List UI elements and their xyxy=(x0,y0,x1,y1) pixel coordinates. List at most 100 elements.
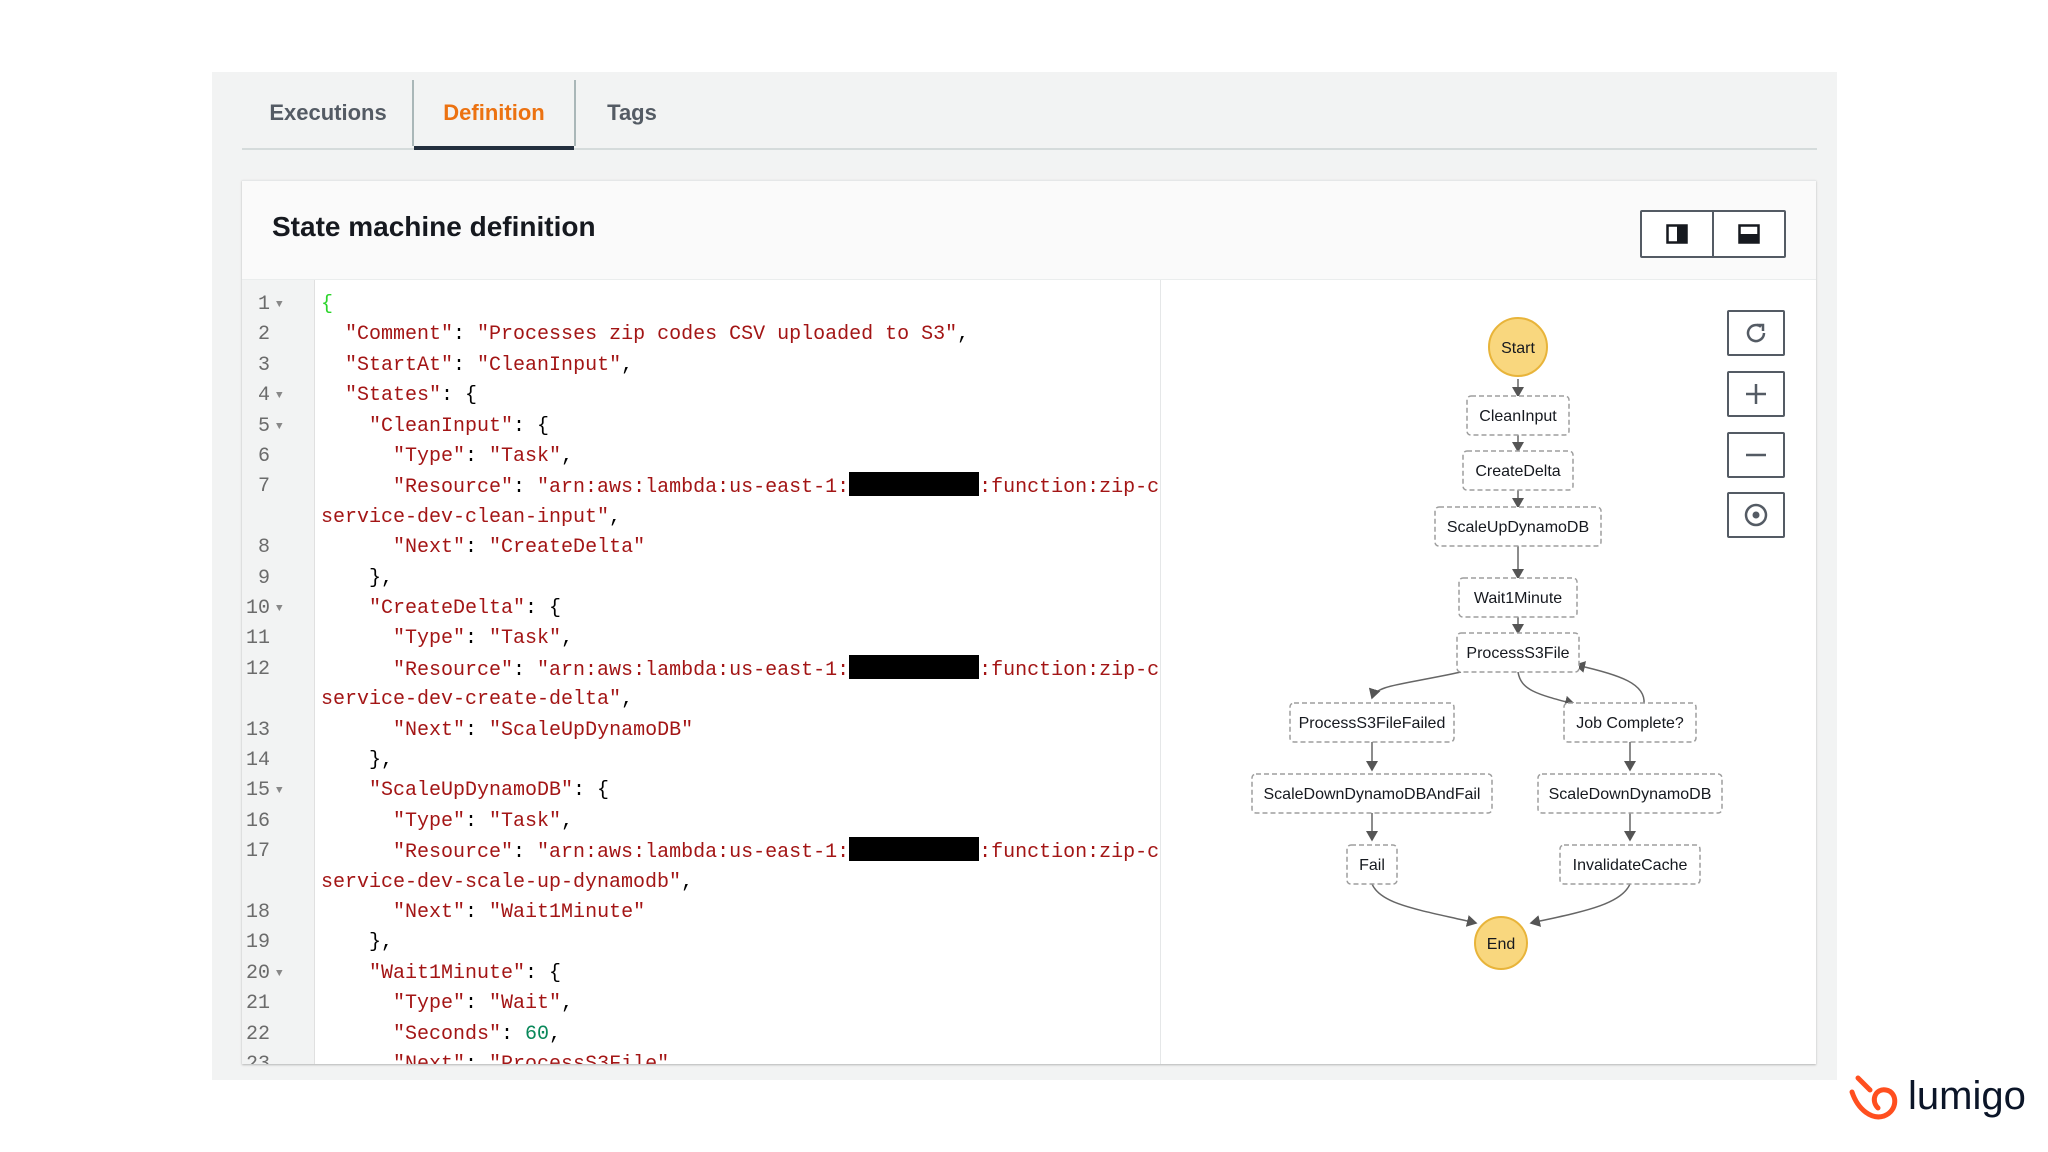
code-text: "States": { xyxy=(321,381,477,411)
code-token: : { xyxy=(525,961,562,985)
line-number: 19 xyxy=(245,931,270,955)
node-invalidate-cache[interactable]: InvalidateCache xyxy=(1559,844,1701,885)
code-token: : { xyxy=(573,779,610,803)
code-text: "Type": "Task", xyxy=(321,442,573,472)
code-token: "arn:aws:lambda:us-east-1: xyxy=(537,476,850,500)
code-token: : xyxy=(465,901,490,924)
code-line: 12 "Resource": "arn:aws:lambda:us-east-1… xyxy=(242,654,1160,686)
code-text: service-dev-clean-input", xyxy=(321,503,621,533)
code-token: "CleanInput" xyxy=(477,353,622,377)
line-number: 14 xyxy=(245,749,270,772)
code-token: : xyxy=(501,1022,526,1046)
node-end[interactable]: End xyxy=(1474,916,1528,970)
fold-toggle-icon[interactable]: ▼ xyxy=(276,967,283,980)
fold-toggle-icon[interactable]: ▼ xyxy=(276,390,283,403)
node-create-delta[interactable]: CreateDelta xyxy=(1462,450,1574,491)
node-label: End xyxy=(1487,936,1515,953)
node-label: ScaleDownDynamoDBAndFail xyxy=(1264,786,1481,803)
code-text: "Type": "Task", xyxy=(321,624,573,654)
code-token: , xyxy=(561,445,574,468)
line-number: 13 xyxy=(245,718,270,742)
code-line: service-dev-clean-input", xyxy=(242,503,1160,533)
tab-definition[interactable]: Definition xyxy=(414,78,574,150)
card-title: State machine definition xyxy=(272,211,596,242)
node-scale-down-dynamodb-and-fail[interactable]: ScaleDownDynamoDBAndFail xyxy=(1251,773,1493,814)
state-machine-graph[interactable]: Start CleanInput CreateDelta ScaleUpDyna… xyxy=(1161,280,1816,1064)
code-line: 14 }, xyxy=(242,746,1160,776)
zoom-in-icon xyxy=(1746,384,1766,404)
code-token: , xyxy=(561,809,574,833)
code-text: "Type": "Task", xyxy=(321,807,573,837)
code-token: "Wait1Minute" xyxy=(489,901,646,924)
code-token: : xyxy=(465,1053,489,1064)
code-text: "Resource": "arn:aws:lambda:us-east-1::f… xyxy=(321,654,1160,686)
tab-executions[interactable]: Executions xyxy=(242,78,414,148)
center-button[interactable] xyxy=(1727,492,1785,538)
code-token: , xyxy=(561,992,574,1016)
card-header: State machine definition xyxy=(242,181,1816,280)
fold-toggle-icon[interactable]: ▼ xyxy=(276,785,283,798)
line-number: 12 xyxy=(245,657,270,681)
code-token: "ProcessS3File" xyxy=(489,1053,669,1064)
node-process-s3-file[interactable]: ProcessS3File xyxy=(1456,632,1580,673)
code-token: :function:zip-codes- xyxy=(979,476,1160,500)
code-token: : xyxy=(513,658,538,682)
code-text: "Type": "Wait", xyxy=(321,989,573,1019)
zoom-out-button[interactable] xyxy=(1727,432,1785,478)
fold-toggle-icon[interactable]: ▼ xyxy=(276,603,283,615)
line-number: 3 xyxy=(257,353,270,377)
line-number: 6 xyxy=(257,445,270,468)
code-token: "arn:aws:lambda:us-east-1: xyxy=(537,841,850,865)
split-vertical-button[interactable] xyxy=(1642,212,1712,256)
code-token: : { xyxy=(513,414,550,438)
line-number: 17 xyxy=(245,840,270,864)
node-job-complete[interactable]: Job Complete? xyxy=(1563,702,1697,743)
code-token: : xyxy=(513,476,538,500)
node-scale-down-dynamodb[interactable]: ScaleDownDynamoDB xyxy=(1537,773,1723,814)
code-token: "CleanInput" xyxy=(321,414,514,438)
code-text: service-dev-create-delta", xyxy=(321,685,633,715)
refresh-button[interactable] xyxy=(1727,310,1785,356)
code-line: service-dev-scale-up-dynamodb", xyxy=(242,868,1160,898)
code-line: 2 "Comment": "Processes zip codes CSV up… xyxy=(242,320,1160,350)
code-token: : xyxy=(513,841,538,865)
code-line: 7 "Resource": "arn:aws:lambda:us-east-1:… xyxy=(242,472,1160,502)
code-token: , xyxy=(609,505,622,529)
line-number: 11 xyxy=(245,627,270,651)
code-text: }, xyxy=(321,564,393,594)
split-horizontal-button[interactable] xyxy=(1712,212,1784,256)
node-wait-1-minute[interactable]: Wait1Minute xyxy=(1458,577,1578,618)
code-token: "Task" xyxy=(489,445,562,468)
node-label: ScaleDownDynamoDB xyxy=(1549,786,1712,803)
line-number: 18 xyxy=(245,901,270,924)
code-token: "Task" xyxy=(489,809,562,833)
node-fail[interactable]: Fail xyxy=(1346,844,1398,885)
zoom-in-button[interactable] xyxy=(1727,371,1785,417)
fold-toggle-icon[interactable]: ▼ xyxy=(276,299,283,311)
code-line: 17 "Resource": "arn:aws:lambda:us-east-1… xyxy=(242,837,1160,867)
code-token: "Next" xyxy=(321,718,466,742)
node-scale-up-dynamodb[interactable]: ScaleUpDynamoDB xyxy=(1434,506,1602,547)
code-text: "Seconds": 60, xyxy=(321,1020,561,1050)
node-start[interactable]: Start xyxy=(1488,317,1548,377)
tab-tags[interactable]: Tags xyxy=(576,78,688,148)
code-token: "Processes zip codes CSV uploaded to S3" xyxy=(477,323,958,347)
code-token: { xyxy=(321,293,334,316)
code-token: "CreateDelta" xyxy=(489,536,646,560)
lumigo-logo: lumigo xyxy=(1848,1070,2028,1130)
code-editor[interactable]: 1▼{2 "Comment": "Processes zip codes CSV… xyxy=(242,280,1161,1064)
code-text: { xyxy=(321,290,333,320)
code-token: : xyxy=(465,627,490,651)
node-process-s3-file-failed[interactable]: ProcessS3FileFailed xyxy=(1289,702,1455,743)
line-number: 4 xyxy=(257,384,270,408)
code-token: , xyxy=(681,870,694,894)
graph-edges xyxy=(1366,379,1645,927)
code-token: "StartAt" xyxy=(321,353,454,377)
code-text: "Next": "ProcessS3File" xyxy=(321,1050,669,1064)
fold-toggle-icon[interactable]: ▼ xyxy=(276,420,283,433)
code-token: "Comment" xyxy=(321,323,454,347)
redacted-account-id xyxy=(849,472,980,497)
line-number-gutter xyxy=(242,280,315,1064)
zoom-out-icon xyxy=(1746,453,1766,457)
node-clean-input[interactable]: CleanInput xyxy=(1466,395,1570,436)
